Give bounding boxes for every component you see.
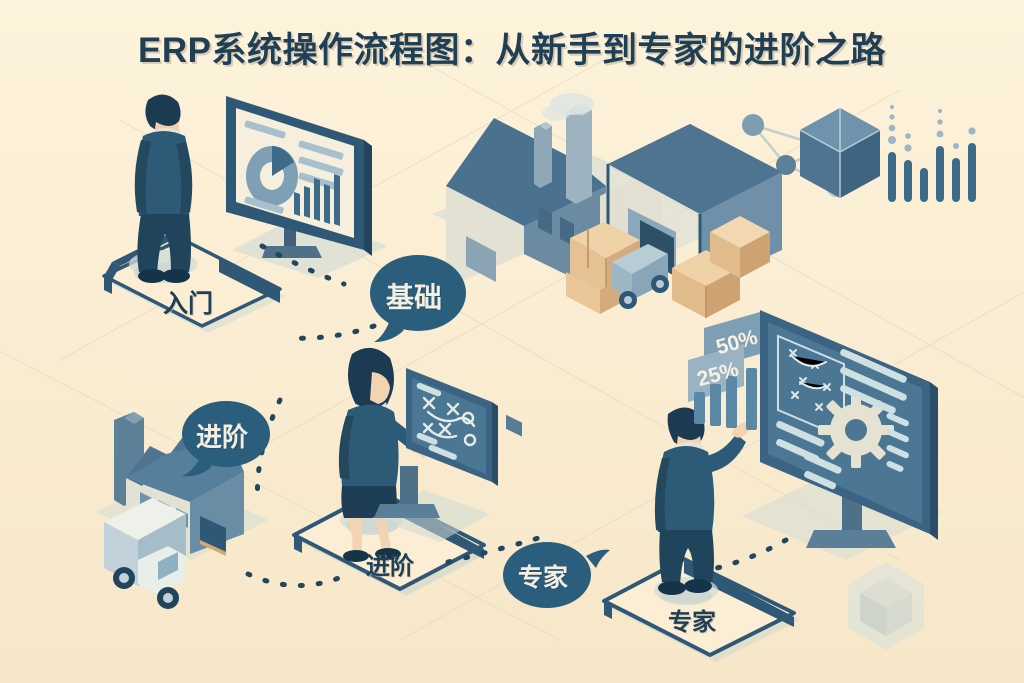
- dashboard-bar-chart: [294, 174, 340, 226]
- monitor-dashboard[interactable]: [226, 96, 388, 278]
- logistics-boxes: [566, 216, 770, 318]
- monitor-analytics[interactable]: [742, 310, 942, 560]
- delivery-truck: [612, 244, 669, 309]
- badge-expert[interactable]: [503, 542, 610, 608]
- figure-expert: [654, 407, 750, 605]
- kpi-callouts: [688, 312, 760, 430]
- isometric-cube-decor: [799, 108, 881, 198]
- strategy-marks: [422, 396, 477, 447]
- monitor-strategy-board[interactable]: [372, 368, 498, 542]
- box-small-2: [710, 216, 770, 278]
- dashboard-text-lines: [244, 120, 344, 214]
- figure-beginner: [134, 94, 193, 283]
- watermark-cube-icon: [848, 562, 924, 650]
- figure-presenter: [338, 347, 430, 562]
- strategy-lines: [416, 382, 457, 460]
- badge-advanced[interactable]: [182, 401, 270, 477]
- donut-chart-icon: [246, 146, 298, 206]
- kpi-bar-chart: [694, 368, 757, 430]
- truck-advanced: [104, 498, 186, 609]
- analytics-text-lines: [776, 348, 909, 490]
- dotted-bars-decor: [888, 105, 976, 202]
- factory-complex: [432, 93, 782, 438]
- badge-foundation[interactable]: [370, 255, 466, 342]
